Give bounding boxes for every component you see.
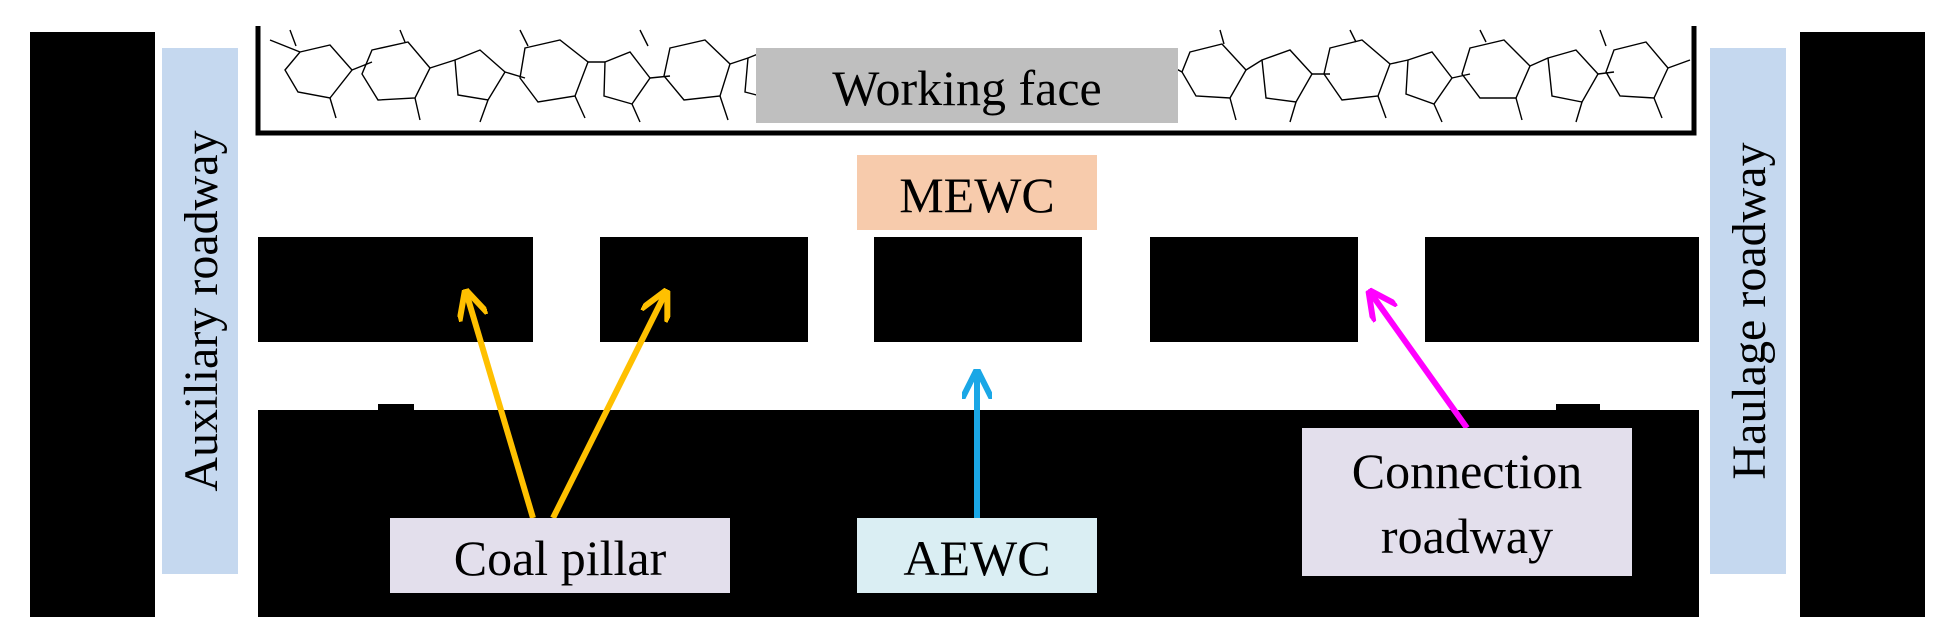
aewc-label: AEWC [903,530,1050,586]
connection-roadway-label-line2: roadway [1381,508,1553,564]
bottom-coal-notch-right [1556,404,1600,412]
connection-roadway-label-line1: Connection [1352,443,1583,499]
coal-pillar-1 [258,237,533,342]
left-coal-block [30,32,155,617]
right-coal-block [1800,32,1925,617]
haulage-roadway-box [1710,48,1786,574]
coal-pillar-3 [874,237,1082,342]
coal-pillar-2 [600,237,808,342]
coal-pillar-label: Coal pillar [454,530,667,586]
working-face-label: Working face [832,60,1101,116]
coal-pillar-5 [1425,237,1699,342]
aewc-box [857,518,1097,593]
working-face-line [255,26,1697,136]
auxiliary-roadway-label: Auxiliary roadway [175,130,228,491]
connection-roadway-box [1302,428,1632,576]
working-face-box [756,48,1178,123]
coal-pillar-box [390,518,730,593]
auxiliary-roadway-box [162,48,238,574]
bottom-coal-notch-left [378,404,414,412]
haulage-roadway-label: Haulage roadway [1723,142,1776,479]
connection-roadway-arrow [1370,292,1470,430]
mewc-label: MEWC [899,167,1055,223]
mewc-box [857,155,1097,230]
coal-pillar-4 [1150,237,1358,342]
coal-pillar-arrow-1 [466,292,536,519]
coal-pillar-arrow-2 [550,292,666,520]
